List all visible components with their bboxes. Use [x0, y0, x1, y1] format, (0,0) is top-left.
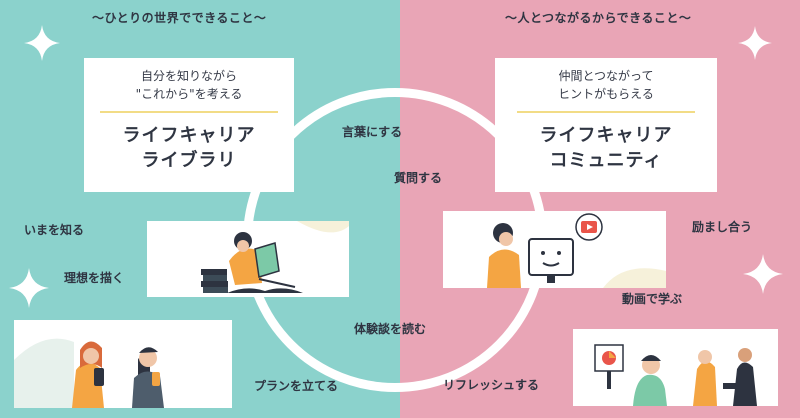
reading-illustration	[147, 221, 349, 297]
card-divider	[517, 111, 695, 113]
sparkle-icon	[738, 26, 772, 60]
community-card-subtitle: 仲間とつながって ヒントがもらえる	[558, 69, 654, 101]
right-header: 〜人とつながるからできること〜	[505, 11, 692, 25]
library-card[interactable]: 自分を知りながら "これから"を考える ライフキャリア ライブラリ	[84, 58, 294, 192]
sparkle-icon	[9, 268, 49, 308]
label-encourage-each-other: 励まし合う	[692, 220, 753, 234]
smartphone-users-illustration	[14, 320, 232, 408]
library-card-subtitle: 自分を知りながら "これから"を考える	[135, 69, 243, 101]
label-make-a-plan: プランを立てる	[254, 379, 339, 393]
community-card[interactable]: 仲間とつながって ヒントがもらえる ライフキャリア コミュニティ	[495, 58, 717, 192]
label-refresh: リフレッシュする	[443, 378, 540, 392]
label-draw-ideal: 理想を描く	[64, 271, 125, 285]
left-header: 〜ひとりの世界でできること〜	[92, 11, 267, 25]
video-learning-illustration	[443, 211, 666, 288]
relax-chat-illustration	[573, 329, 778, 406]
sparkle-icon	[743, 254, 783, 294]
sparkle-icon	[24, 25, 60, 61]
community-card-title: ライフキャリア コミュニティ	[539, 125, 673, 171]
label-ask-questions: 質問する	[394, 171, 443, 185]
label-learn-by-video: 動画で学ぶ	[622, 292, 683, 306]
label-put-into-words: 言葉にする	[342, 125, 403, 139]
label-read-experiences: 体験談を読む	[354, 322, 427, 336]
library-card-title: ライフキャリア ライブラリ	[122, 125, 256, 171]
card-divider	[100, 111, 278, 113]
label-know-the-present: いまを知る	[24, 223, 85, 237]
